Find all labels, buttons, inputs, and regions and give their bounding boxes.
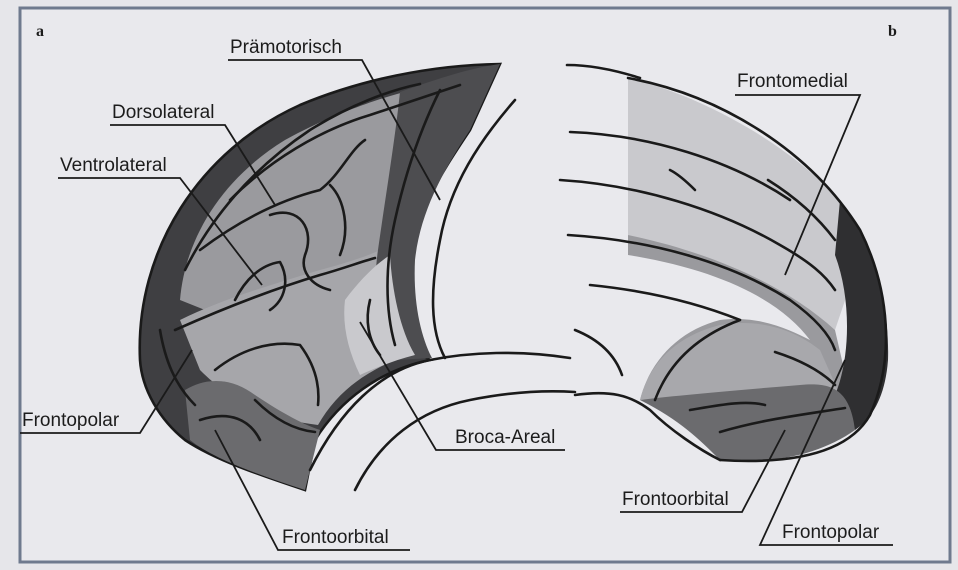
label-ventrolateral: Ventrolateral bbox=[60, 155, 167, 176]
label-frontomedial: Frontomedial bbox=[737, 71, 848, 92]
label-frontopolar-a: Frontopolar bbox=[22, 410, 120, 431]
label-frontoorbital-a: Frontoorbital bbox=[282, 527, 389, 548]
panel-a-letter: a bbox=[36, 23, 44, 40]
label-dorsolateral: Dorsolateral bbox=[112, 102, 214, 123]
label-broca-areal: Broca-Areal bbox=[455, 427, 555, 448]
label-frontopolar-b: Frontopolar bbox=[782, 522, 880, 543]
label-frontoorbital-b: Frontoorbital bbox=[622, 489, 729, 510]
label-praemotorisch: Prämotorisch bbox=[230, 37, 342, 58]
panel-b-letter: b bbox=[888, 23, 897, 40]
